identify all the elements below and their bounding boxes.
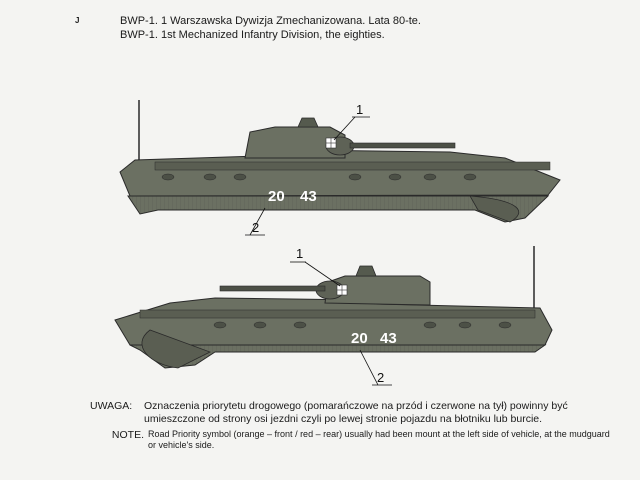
page-mark: J: [75, 16, 80, 25]
gun-barrel: [349, 142, 456, 149]
bmp-left-side-view: 20 43 1 2: [114, 246, 553, 386]
callout-1: 1: [296, 246, 303, 261]
caption-english: BWP-1. 1st Mechanized Infantry Division,…: [120, 29, 385, 41]
hatch: [297, 117, 319, 128]
caption-polish: BWP-1. 1 Warszawska Dywizja Zmechanizowa…: [120, 15, 421, 27]
cross-marking: [336, 284, 348, 296]
note-label: NOTE.: [111, 429, 144, 441]
lower-hull: [129, 344, 547, 369]
callout-2: 2: [377, 370, 384, 385]
hatch: [355, 265, 377, 277]
tactical-number-right: 43: [380, 330, 397, 347]
tactical-number-right: 43: [300, 188, 317, 205]
bmp-right-side-view: 20 43 1 2: [119, 100, 561, 236]
note-text: Road Priority symbol (orange – front / r…: [148, 429, 610, 450]
turret: [244, 126, 346, 159]
english-note: NOTE. Road Priority symbol (orange – fro…: [90, 429, 618, 451]
notes: UWAGA: Oznaczenia priorytetu drogowego (…: [90, 400, 618, 451]
uwaga-text: Oznaczenia priorytetu drogowego (pomarań…: [144, 400, 568, 425]
gun-barrel: [219, 285, 326, 292]
upper-hull: [114, 297, 553, 346]
tactical-number-left: 20: [351, 330, 368, 347]
tactical-number-left: 20: [268, 188, 285, 205]
caption: BWP-1. 1 Warszawska Dywizja Zmechanizowa…: [120, 14, 421, 42]
callout-1: 1: [356, 102, 363, 117]
lower-hull: [127, 195, 550, 223]
cross-marking: [325, 137, 337, 149]
callout-2: 2: [252, 220, 259, 235]
uwaga-note: UWAGA: Oznaczenia priorytetu drogowego (…: [90, 400, 618, 426]
uwaga-label: UWAGA:: [90, 400, 133, 412]
